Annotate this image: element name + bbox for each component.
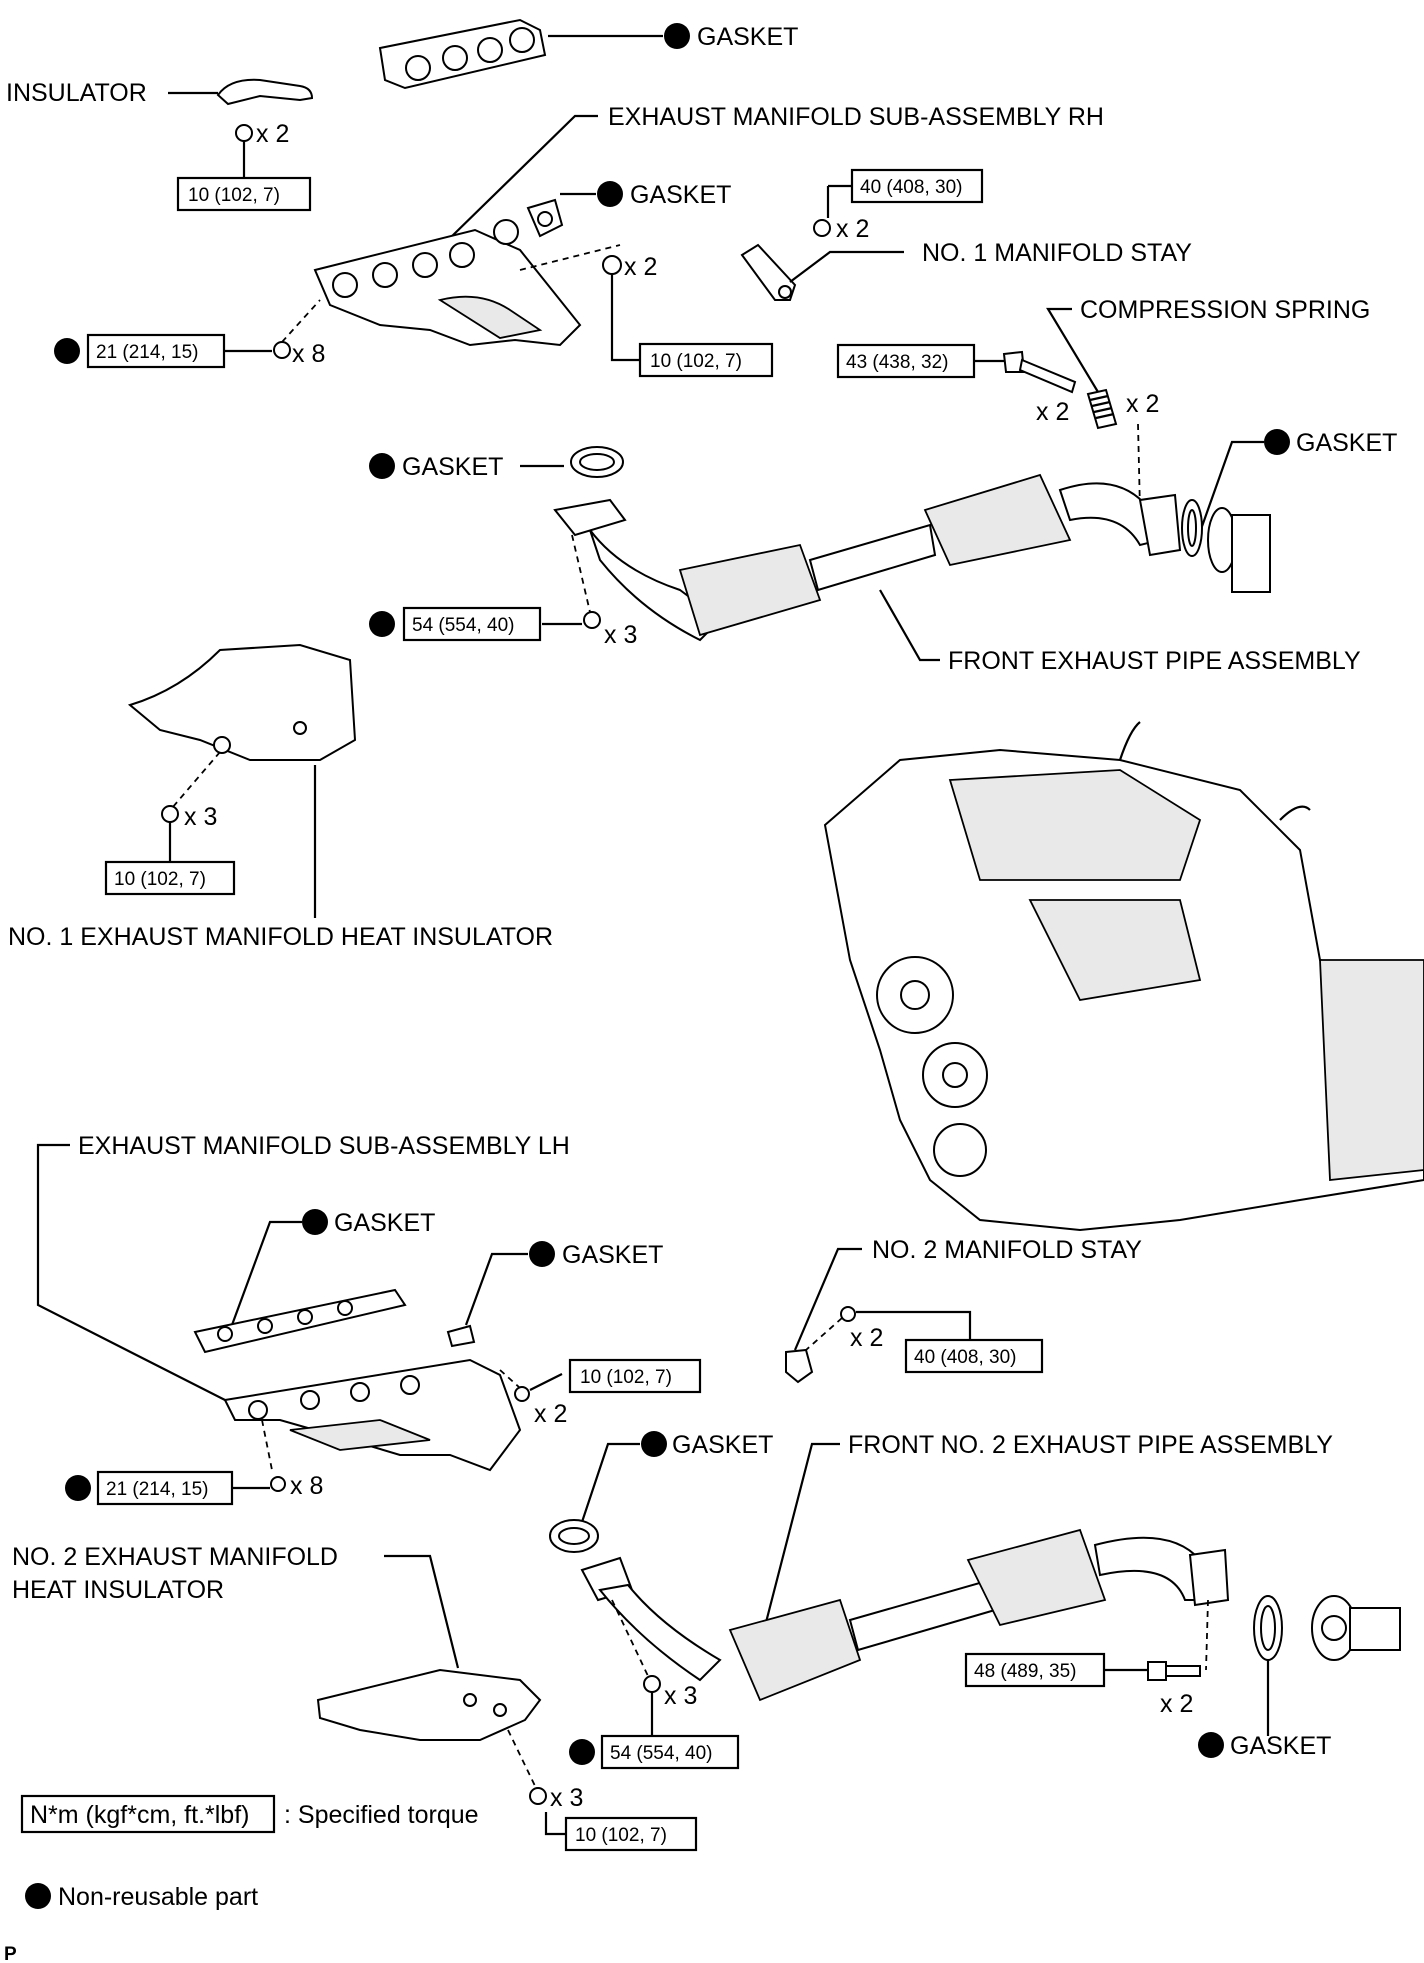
no2-stay-part <box>785 1348 814 1384</box>
qty-no1-stay: x 2 <box>836 215 869 243</box>
gasket-no2-rear-part <box>1253 1595 1283 1661</box>
corner-mark: P <box>4 1944 17 1963</box>
gasket-lh-manifold-label: GASKET <box>334 1209 435 1237</box>
torque-no2-pipe-nut: 54 (554, 40) <box>610 1743 712 1764</box>
gasket-pipe-rh-label: GASKET <box>1296 429 1397 457</box>
exh-manifold-lh-label: EXHAUST MANIFOLD SUB-ASSEMBLY LH <box>78 1132 570 1160</box>
gasket-no2-pipe-part <box>549 1519 599 1553</box>
qty-no1-insulator: x 3 <box>184 803 217 831</box>
torque-no2-insulator: 10 (102, 7) <box>575 1825 667 1846</box>
legend-torque-desc: : Specified torque <box>284 1801 479 1829</box>
nonreusable-marker <box>65 1475 91 1501</box>
front-pipe-label: FRONT EXHAUST PIPE ASSEMBLY <box>948 647 1361 675</box>
no2-stay-label: NO. 2 MANIFOLD STAY <box>872 1236 1142 1264</box>
nonreusable-marker <box>641 1431 667 1457</box>
downstream-pipe-part <box>1207 507 1271 593</box>
exh-manifold-rh-label: EXHAUST MANIFOLD SUB-ASSEMBLY RH <box>608 103 1104 131</box>
qty-lh-nut: x 2 <box>534 1400 567 1428</box>
gasket-rh-manifold <box>378 18 547 90</box>
front-no2-pipe-part <box>580 1528 1230 1702</box>
nonreusable-marker <box>54 338 80 364</box>
gasket-no2-rear-label: GASKET <box>1230 1732 1331 1760</box>
gasket-small-rh-part <box>526 198 564 238</box>
nonreusable-marker <box>302 1209 328 1235</box>
exh-manifold-rh-part <box>313 219 582 347</box>
no2-pipe-bolt-part <box>1147 1661 1201 1681</box>
gasket-no2-pipe-label: GASKET <box>672 1431 773 1459</box>
downstream-pipe-lh-part <box>1311 1595 1401 1661</box>
nonreusable-marker <box>569 1739 595 1765</box>
nonreusable-marker <box>597 181 623 207</box>
nonreusable-marker <box>369 611 395 637</box>
torque-manifold-rh-stud: 21 (214, 15) <box>96 342 198 363</box>
torque-lh-stud: 21 (214, 15) <box>106 1479 208 1500</box>
qty-no2-pipe-bolt: x 2 <box>1160 1690 1193 1718</box>
gasket-small-lh-label: GASKET <box>562 1241 663 1269</box>
gasket-pipe-rh-part <box>1181 499 1203 557</box>
no2-heat-insulator-label-2: HEAT INSULATOR <box>12 1576 224 1604</box>
legend-torque: N*m (kgf*cm, ft.*lbf) : Specified torque <box>20 1794 479 1834</box>
compression-spring-label: COMPRESSION SPRING <box>1080 296 1370 324</box>
legend-nonreusable-text: Non-reusable part <box>58 1883 258 1911</box>
torque-lh-nut: 10 (102, 7) <box>580 1367 672 1388</box>
spring-bolt-part <box>1002 350 1077 394</box>
no2-heat-insulator-part <box>316 1668 542 1741</box>
insulator-label: INSULATOR <box>6 79 147 107</box>
front-exhaust-pipe-part <box>553 473 1182 642</box>
front-no2-pipe-label: FRONT NO. 2 EXHAUST PIPE ASSEMBLY <box>848 1431 1333 1459</box>
gasket-pipe-front-label: GASKET <box>402 453 503 481</box>
torque-manifold-rh-nut: 10 (102, 7) <box>650 351 742 372</box>
qty-no2-insulator: x 3 <box>550 1784 583 1812</box>
no1-heat-insulator-label: NO. 1 EXHAUST MANIFOLD HEAT INSULATOR <box>8 923 553 951</box>
qty-lh-stud: x 8 <box>290 1472 323 1500</box>
torque-no1-stay: 40 (408, 30) <box>860 177 962 198</box>
nonreusable-marker <box>664 23 690 49</box>
engine-illustration <box>823 721 1424 1232</box>
gasket-small-lh-part <box>446 1324 476 1348</box>
torque-spring-bolt: 43 (438, 32) <box>846 352 948 373</box>
legend-torque-format: N*m (kgf*cm, ft.*lbf) <box>30 1801 249 1829</box>
torque-no1-insulator: 10 (102, 7) <box>114 869 206 890</box>
no1-heat-insulator-part <box>127 643 357 761</box>
torque-pipe-front-nut: 54 (554, 40) <box>412 615 514 636</box>
qty-manifold-rh-stud: x 8 <box>292 340 325 368</box>
gasket-label: GASKET <box>697 23 798 51</box>
gasket-lh-manifold-part <box>193 1288 407 1354</box>
gasket-pipe-front-part <box>570 446 624 478</box>
insulator-part <box>216 78 314 106</box>
qty-manifold-rh-nut: x 2 <box>624 253 657 281</box>
no1-stay-part <box>740 243 797 301</box>
qty-pipe-front-nut: x 3 <box>604 621 637 649</box>
torque-no2-stay: 40 (408, 30) <box>914 1347 1016 1368</box>
gasket-small-rh-label: GASKET <box>630 181 731 209</box>
nonreusable-marker <box>1264 429 1290 455</box>
torque-no2-pipe-bolt: 48 (489, 35) <box>974 1661 1076 1682</box>
no1-stay-label: NO. 1 MANIFOLD STAY <box>922 239 1192 267</box>
compression-spring-part <box>1086 388 1118 430</box>
nonreusable-marker <box>529 1241 555 1267</box>
qty-spring-bolt: x 2 <box>1036 398 1069 426</box>
qty-insulator: x 2 <box>256 120 289 148</box>
nonreusable-legend-marker <box>25 1883 51 1909</box>
qty-no2-pipe-nut: x 3 <box>664 1682 697 1710</box>
no2-heat-insulator-label-1: NO. 2 EXHAUST MANIFOLD <box>12 1543 338 1571</box>
nonreusable-marker <box>369 453 395 479</box>
nonreusable-marker <box>1198 1732 1224 1758</box>
torque-insulator: 10 (102, 7) <box>188 185 280 206</box>
qty-no2-stay: x 2 <box>850 1324 883 1352</box>
exh-manifold-lh-part <box>223 1358 522 1472</box>
legend-nonreusable: Non-reusable part <box>25 1883 258 1911</box>
qty-spring: x 2 <box>1126 390 1159 418</box>
